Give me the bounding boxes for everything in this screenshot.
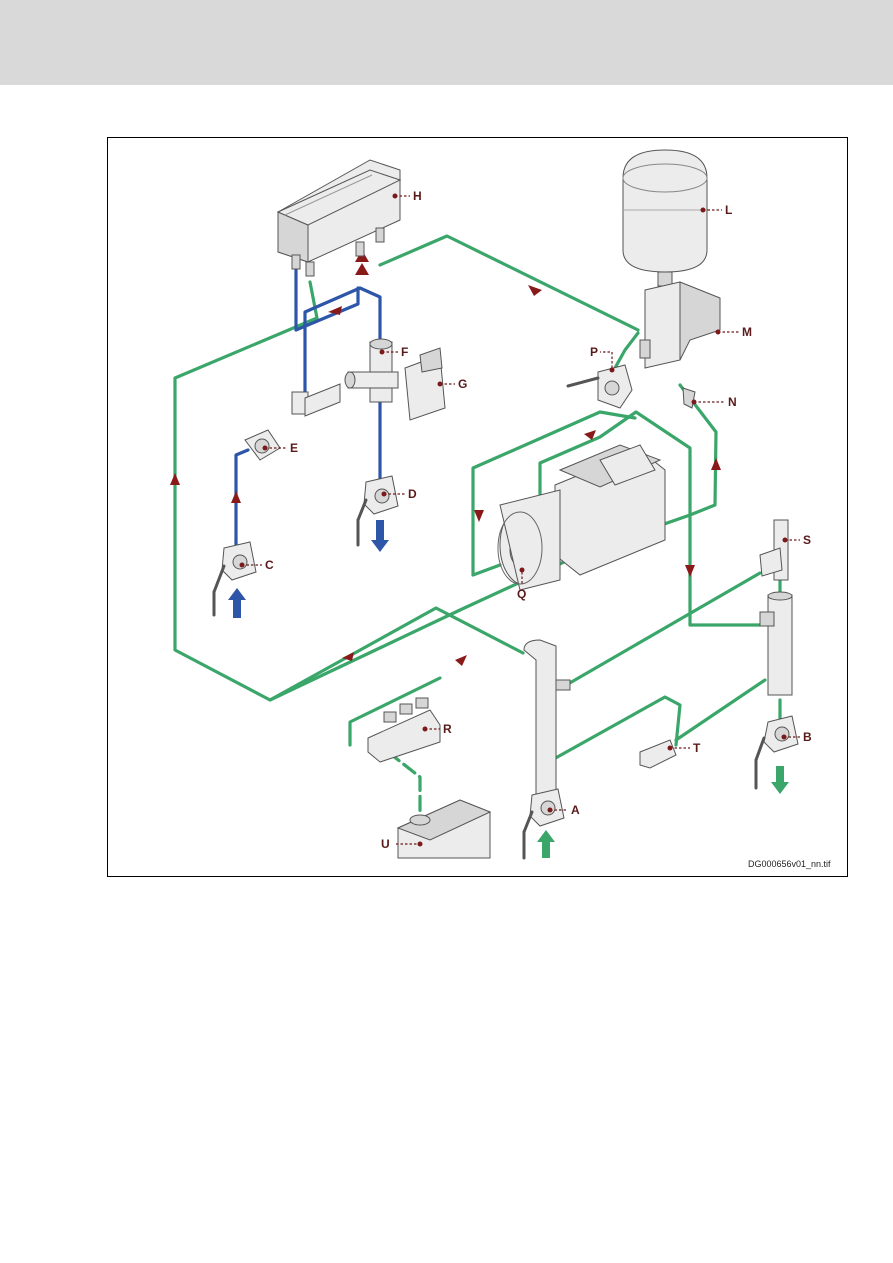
canister-u <box>398 800 490 858</box>
column-s <box>760 520 792 695</box>
ball-valve-p <box>568 365 632 408</box>
figure-id: DG000656v01_nn.tif <box>748 859 831 869</box>
heat-exchanger-h <box>278 160 400 276</box>
label-b: B <box>803 730 812 744</box>
label-u: U <box>381 837 390 851</box>
label-e: E <box>290 441 298 455</box>
label-a: A <box>571 803 580 817</box>
label-t: T <box>693 741 701 755</box>
label-r: R <box>443 722 452 736</box>
expansion-tank-l <box>623 150 707 286</box>
riser-pipe <box>524 640 570 800</box>
label-s: S <box>803 533 811 547</box>
label-h: H <box>413 189 422 203</box>
three-way-valve-f <box>345 339 398 402</box>
valve-t <box>640 740 676 768</box>
label-m: M <box>742 325 752 339</box>
label-p: P <box>590 345 598 359</box>
label-g: G <box>458 377 467 391</box>
label-f: F <box>401 345 408 359</box>
label-n: N <box>728 395 737 409</box>
label-d: D <box>408 487 417 501</box>
label-q: Q <box>517 587 526 601</box>
manifold-m <box>640 282 720 368</box>
label-c: C <box>265 558 274 572</box>
vent-valve-n <box>683 388 695 408</box>
label-l: L <box>725 203 732 217</box>
